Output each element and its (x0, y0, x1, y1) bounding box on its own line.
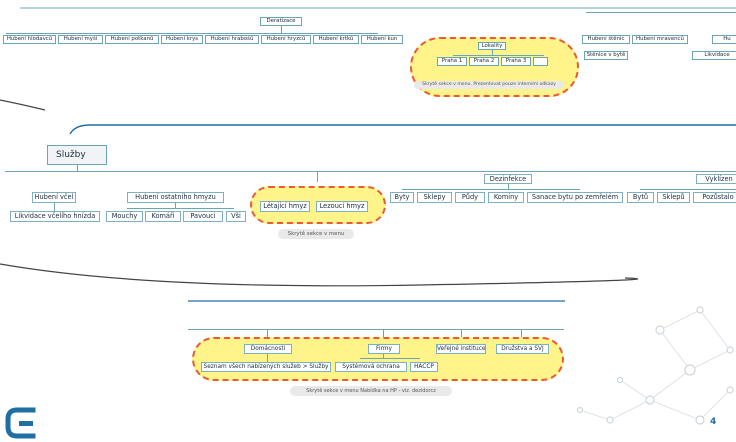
lokality-box: Lokality (478, 42, 506, 50)
sklepy: Sklepy (417, 192, 452, 203)
praha-empty (533, 57, 548, 66)
pavouci: Pavouci (183, 211, 223, 222)
mouchy: Mouchy (106, 211, 143, 222)
systemova-ochrana: Systémová ochrana (335, 362, 407, 372)
branch-kun: Hubení kun (361, 35, 403, 44)
byty: Byty (390, 192, 414, 203)
branch-krtku: Hubení krtků (313, 35, 359, 44)
pozustalost: Pozůstalo (693, 192, 736, 203)
sanace-bytu: Sanace bytu po zemřelém (527, 192, 623, 203)
branch-hlodavcu: Hubení hlodavců (3, 35, 56, 44)
vyklizeni: Vyklízen (696, 174, 736, 184)
praha-3: Praha 3 (501, 57, 531, 66)
likvidace-vceliho: Likvidace včelího hnízda (10, 211, 100, 222)
pudy: Půdy (455, 192, 485, 203)
branch-mysi: Hubení myší (58, 35, 103, 44)
hubeni-vcel: Hubení včel (32, 192, 76, 203)
haccp: HACCP (410, 362, 438, 372)
section2-note: Skrytě sekce v menu (278, 229, 354, 239)
lezouci-hmyz: Lezoucí hmyz (316, 201, 368, 212)
domacnosti: Domácnosti (244, 344, 292, 354)
branch-potkanu: Hubení potkanů (105, 35, 159, 44)
stenice-v-byte: Štěnice v bytě (584, 51, 628, 60)
praha-1: Praha 1 (437, 57, 467, 66)
hubeni-cut: Hu (712, 35, 736, 44)
seznam-sluzeb: Seznam všech nabízených služeb > Služby (201, 362, 331, 372)
network-decoration (576, 306, 734, 425)
section3-note: Skrytě sekce v menu Nabídka na HP - viz.… (290, 386, 452, 396)
hubeni-mravencu: Hubení mravenců (632, 35, 688, 44)
section1-note: Skrytě sekce v menu. Prezentovat pouze i… (414, 81, 564, 89)
letajici-hmyz: Létající hmyz (260, 201, 310, 212)
hubeni-stenic: Hubení štěnic (582, 35, 630, 44)
likvidace-cut: Likvidace (692, 51, 736, 60)
bytu: Bytů (627, 192, 654, 203)
sklepu: Sklepů (657, 192, 690, 203)
praha-2: Praha 2 (469, 57, 499, 66)
firmy: Firmy (368, 344, 400, 354)
kominy: Komíny (488, 192, 524, 203)
verejne-instituce: Veřejné instituce (436, 344, 486, 354)
deratizace-box: Deratizace (260, 17, 302, 26)
hubeni-hmyzu: Hubení ostatního hmyzu (127, 192, 224, 203)
company-logo (5, 407, 36, 439)
druzstva-svj: Družstva a SVJ (496, 344, 549, 354)
branch-hrabosu: Hubení hrabošů (205, 35, 259, 44)
vsi: Vši (226, 211, 246, 222)
branch-hryzcu: Hubení hryzců (261, 35, 311, 44)
dezinfekce: Dezinfekce (484, 174, 532, 184)
sluzby-title: Služby (47, 145, 107, 165)
branch-krys: Hubení krys (161, 35, 203, 44)
page-number: 4 (710, 417, 717, 427)
komari: Komáři (145, 211, 181, 222)
